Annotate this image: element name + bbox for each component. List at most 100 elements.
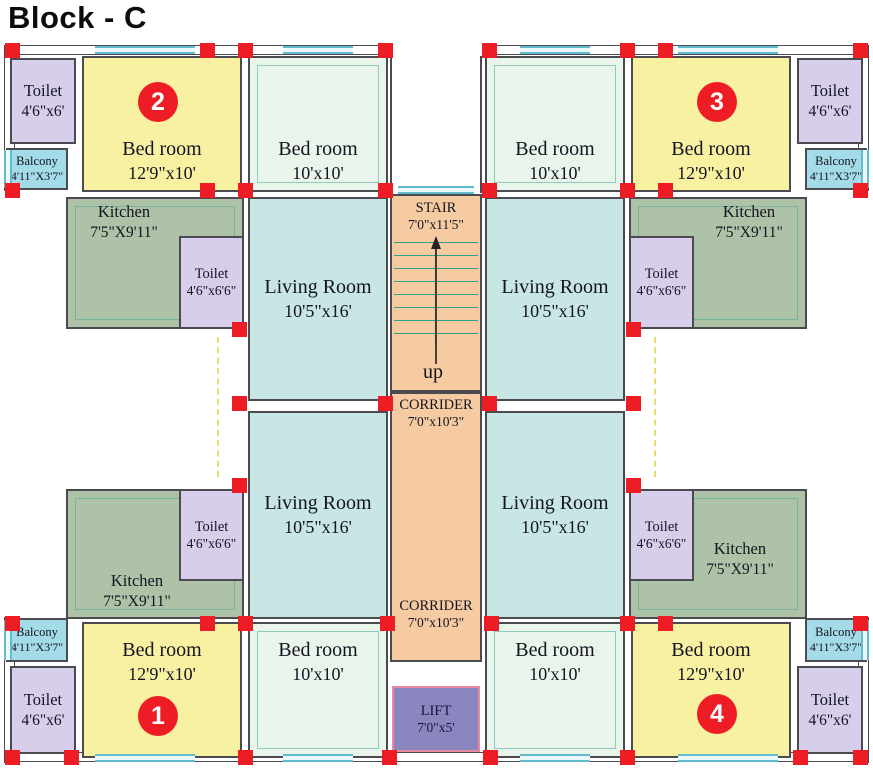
unit-2-badge: 2 [138, 82, 178, 122]
unit4-bedroom-main: Bed room 12'9"x10' [631, 622, 791, 758]
room-name: Toilet [194, 266, 229, 282]
column-marker [64, 750, 79, 765]
window [861, 150, 869, 188]
column-marker [380, 616, 395, 631]
room-dims: 4'6"x6' [21, 102, 65, 120]
room-dims: 7'5"X9'11" [90, 223, 158, 241]
room-name: Bed room [671, 639, 751, 661]
column-marker [200, 616, 215, 631]
room-dims: 4'11"X3'7" [10, 640, 64, 655]
column-marker [626, 396, 641, 411]
column-marker [620, 43, 635, 58]
unit1-bedroom-second: Bed room 10'x10' [248, 622, 388, 758]
column-marker [200, 43, 215, 58]
unit2-living-room: Living Room 10'5"x16' [248, 197, 388, 401]
open-shaft [390, 56, 482, 193]
window [520, 46, 590, 54]
column-marker [853, 616, 868, 631]
room-name: Balcony [16, 624, 58, 639]
column-marker [200, 183, 215, 198]
unit1-living-room: Living Room 10'5"x16' [248, 411, 388, 619]
column-marker [232, 396, 247, 411]
unit4-balcony: Balcony 4'11"X3'7" [805, 618, 867, 662]
room-dims: 10'x10' [292, 664, 344, 684]
column-marker [658, 183, 673, 198]
room-dims: 7'0"x11'5" [408, 217, 464, 233]
column-marker [853, 43, 868, 58]
up-label: up [423, 361, 443, 383]
room-dims: 7'5"X9'11" [715, 223, 783, 241]
unit4-bedroom-second: Bed room 10'x10' [485, 622, 625, 758]
unit-number: 2 [151, 87, 165, 116]
column-marker [378, 43, 393, 58]
room-dims: 10'5"x16' [521, 301, 589, 322]
room-dims: 4'6"x6'6" [186, 283, 237, 299]
unit3-toilet-attached: Toilet 4'6"x6'6" [629, 236, 694, 329]
room-name: Toilet [644, 518, 679, 535]
column-marker [853, 183, 868, 198]
column-marker [238, 183, 253, 198]
room-name: Living Room [264, 492, 372, 515]
column-marker [378, 396, 393, 411]
unit-3-badge: 3 [697, 82, 737, 122]
column-marker [658, 43, 673, 58]
unit2-bedroom-main: Bed room 12'9"x10' [82, 56, 242, 192]
unit2-toilet-attached: Toilet 4'6"x6'6" [179, 236, 244, 329]
column-marker [620, 183, 635, 198]
unit4-living-room: Living Room 10'5"x16' [485, 411, 625, 619]
unit4-toilet-attached: Toilet 4'6"x6'6" [629, 489, 694, 581]
unit1-toilet-outer: Toilet 4'6"x6' [10, 666, 76, 754]
room-name: Balcony [815, 153, 857, 168]
up-arrow-icon [431, 236, 441, 364]
room-name: Living Room [501, 492, 609, 515]
room-name: Bed room [278, 639, 358, 661]
room-dims: 7'5"X9'11" [706, 560, 774, 578]
column-marker [793, 750, 808, 765]
room-name: Toilet [810, 690, 850, 709]
room-name: Bed room [122, 639, 202, 661]
column-marker [482, 396, 497, 411]
room-name: Kitchen [110, 571, 164, 590]
room-name: Balcony [815, 624, 857, 639]
unit3-bedroom-second: Bed room 10'x10' [485, 56, 625, 192]
column-marker [658, 616, 673, 631]
room-dims: 4'6"x6'6" [636, 283, 687, 299]
room-dims: 4'6"x6' [21, 711, 65, 729]
window [4, 620, 12, 660]
column-marker [238, 43, 253, 58]
room-name: Toilet [194, 518, 229, 535]
unit1-bedroom-main: Bed room 12'9"x10' [82, 622, 242, 758]
room-dims: 10'5"x16' [521, 517, 589, 538]
column-marker [626, 322, 641, 337]
column-marker [482, 43, 497, 58]
room-dims: 12'9"x10' [677, 162, 745, 183]
room-name: Living Room [264, 276, 372, 299]
room-dims: 7'5"X9'11" [103, 592, 171, 610]
room-name: Bed room [671, 137, 751, 160]
room-name: Kitchen [713, 539, 767, 558]
column-marker [853, 750, 868, 765]
room-dims: 4'11"X3'7" [809, 640, 863, 655]
column-marker [232, 322, 247, 337]
open-edge-dashed [217, 337, 219, 477]
room-name: LIFT [420, 702, 452, 719]
column-marker [238, 616, 253, 631]
column-marker [484, 616, 499, 631]
room-name: Bed room [515, 137, 595, 160]
room-name: Toilet [23, 81, 63, 100]
room-dims: 10'5"x16' [284, 301, 352, 322]
window [283, 46, 353, 54]
unit1-toilet-attached: Toilet 4'6"x6'6" [179, 489, 244, 581]
room-name: Balcony [16, 153, 58, 168]
plan-title: Block - C [8, 0, 147, 35]
room-name: Bed room [122, 137, 202, 160]
unit-1-badge: 1 [138, 696, 178, 736]
unit2-toilet-outer: Toilet 4'6"x6' [10, 58, 76, 144]
room-dims: 4'6"x6' [808, 102, 852, 120]
room-dims: 7'0"x5' [417, 719, 455, 735]
column-marker [382, 750, 397, 765]
column-marker [5, 616, 20, 631]
column-marker [232, 478, 247, 493]
room-dims: 10'5"x16' [284, 517, 352, 538]
unit-number: 3 [710, 87, 724, 116]
